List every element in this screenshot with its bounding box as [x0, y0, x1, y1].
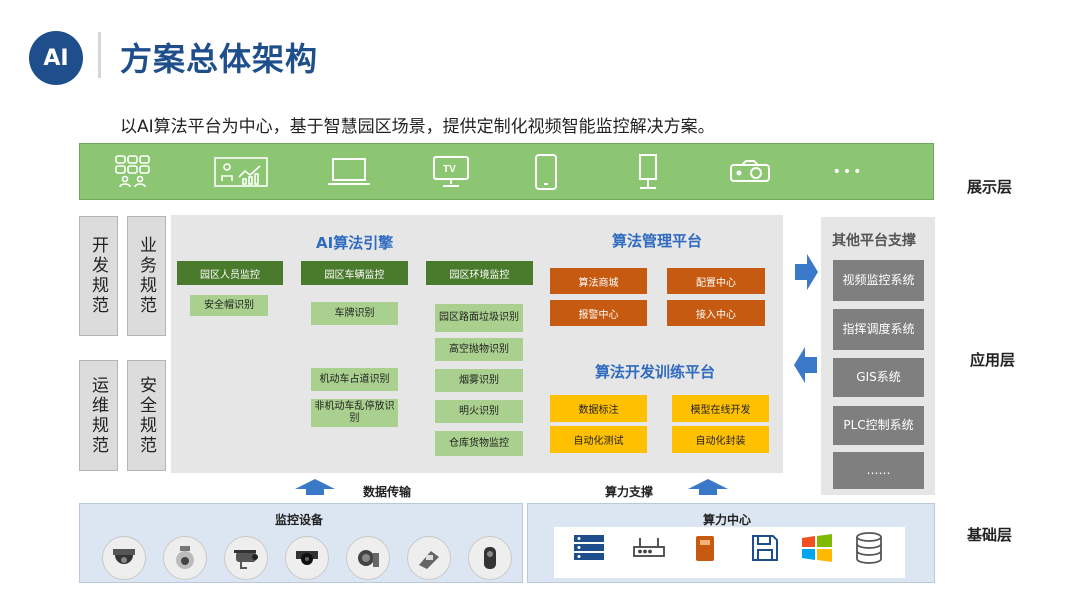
ai-engine-title: AI算法引擎: [316, 234, 394, 252]
ai-logo: AI: [29, 31, 83, 85]
monitoring-devices-panel: 监控设备: [79, 503, 523, 583]
page-subtitle: 以AI算法平台为中心，基于智慧园区场景，提供定制化视频智能监控解决方案。: [120, 117, 715, 137]
ptz-camera-icon: [163, 536, 207, 580]
compute-support-label: 算力支撑: [605, 485, 654, 499]
compute-icons-box: [554, 527, 905, 578]
smoke-recognition: 烟雾识别: [435, 369, 523, 392]
access-center: 接入中心: [667, 300, 765, 326]
svg-text:TV: TV: [443, 164, 456, 175]
high-throw-recognition: 高空抛物识别: [435, 338, 523, 361]
monitoring-devices-title: 监控设备: [275, 513, 324, 527]
business-norm-box: 业务规范: [127, 216, 166, 336]
vehicle-monitor-header: 园区车辆监控: [301, 261, 408, 285]
more-systems: ……: [833, 452, 924, 489]
up-arrow-data-icon: [294, 478, 336, 500]
data-labeling: 数据标注: [550, 395, 647, 422]
fisheye-camera-icon: [285, 536, 329, 580]
mini-camera-icon: [468, 536, 512, 580]
kiosk-icon: [633, 154, 663, 190]
server-icon: [572, 533, 606, 567]
grid-apps-icon: [113, 154, 153, 190]
gis-system: GIS系统: [833, 358, 924, 397]
router-icon: [632, 535, 666, 565]
auto-testing: 自动化测试: [550, 426, 647, 453]
box-camera-icon: [346, 536, 390, 580]
config-center: 配置中心: [667, 268, 765, 294]
up-arrow-compute-icon: [687, 478, 729, 500]
algorithm-store: 算法商城: [550, 268, 647, 294]
security-norm-box: 安全规范: [127, 360, 166, 471]
compute-center-title: 算力中心: [703, 513, 752, 527]
garbage-recognition: 园区路面垃圾识别: [435, 304, 523, 332]
helmet-recognition: 安全帽识别: [190, 295, 268, 316]
page-title: 方案总体架构: [120, 40, 319, 78]
save-disk-icon: [750, 533, 780, 567]
bullet-camera-icon: [224, 536, 268, 580]
projector-icon: [728, 154, 772, 190]
face-terminal-icon: [407, 536, 451, 580]
ops-norm-box: 运维规范: [79, 360, 118, 471]
warehouse-monitor: 仓库货物监控: [435, 431, 523, 456]
auto-packaging: 自动化封装: [672, 426, 769, 453]
alarm-center: 报警中心: [550, 300, 647, 326]
laptop-icon: [327, 154, 371, 190]
environment-monitor-header: 园区环境监控: [426, 261, 533, 285]
tv-icon: TV: [431, 154, 471, 190]
application-layer-label: 应用层: [970, 351, 1016, 369]
train-platform-title: 算法开发训练平台: [595, 363, 716, 381]
storage-device-icon: [692, 533, 718, 567]
display-layer-bar: TV •••: [79, 143, 934, 200]
dispatch-system: 指挥调度系统: [833, 309, 924, 350]
data-transfer-label: 数据传输: [363, 485, 412, 499]
display-layer-label: 展示层: [967, 178, 1013, 196]
smartphone-icon: [531, 154, 561, 190]
video-monitor-system: 视频监控系统: [833, 260, 924, 301]
right-arrow-icon: [793, 252, 819, 296]
fire-recognition: 明火识别: [435, 400, 523, 423]
plate-recognition: 车牌识别: [311, 302, 398, 325]
online-model-dev: 模型在线开发: [672, 395, 769, 422]
dashboard-chart-icon: [213, 154, 269, 190]
dev-norm-box: 开发规范: [79, 216, 118, 336]
plc-system: PLC控制系统: [833, 406, 924, 445]
other-support-title: 其他平台支撑: [832, 233, 916, 249]
more-icon: •••: [832, 164, 864, 180]
person-monitor-header: 园区人员监控: [177, 261, 283, 285]
windows-icon: [800, 533, 834, 567]
left-arrow-icon: [793, 345, 819, 389]
dome-camera-icon: [102, 536, 146, 580]
foundation-layer-label: 基础层: [967, 526, 1013, 544]
nonmotor-parking-recognition: 非机动车乱停放识别: [311, 399, 398, 427]
lane-occupation-recognition: 机动车占道识别: [311, 368, 398, 391]
title-divider: [98, 32, 101, 78]
mgmt-platform-title: 算法管理平台: [612, 232, 703, 250]
database-icon: [854, 531, 884, 569]
